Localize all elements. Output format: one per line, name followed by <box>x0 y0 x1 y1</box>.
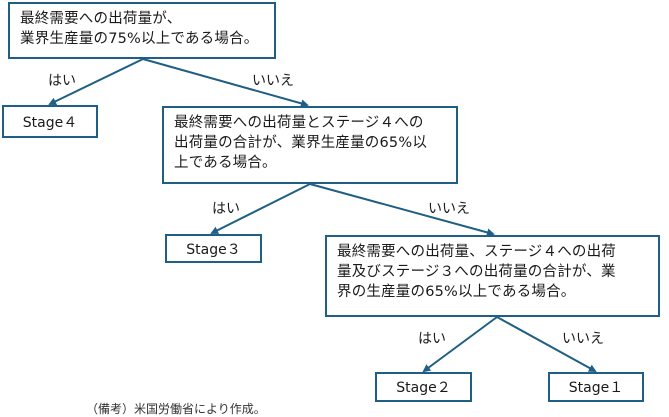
edge-label-no-3: いいえ <box>562 331 604 347</box>
edge-q2-yes <box>210 183 311 234</box>
stage3-box: Stage３ <box>165 234 262 263</box>
edge-label-yes-2: はい <box>212 201 240 217</box>
condition-box-2: 最終需要への出荷量とステージ４への 出荷量の合計が、業界生産量の65%以 上であ… <box>162 106 458 184</box>
condition-box-1: 最終需要への出荷量が、 業界生産量の75%以上である場合。 <box>8 2 276 59</box>
edge-q1-no <box>142 58 309 108</box>
edge-q1-yes <box>48 58 144 105</box>
stage2-box: Stage２ <box>375 372 472 402</box>
condition-box-3: 最終需要への出荷量、ステージ４への出荷 量及びステージ３への出荷量の合計が、業 … <box>325 235 660 317</box>
edge-label-no-2: いいえ <box>428 201 470 217</box>
edge-label-yes-3: はい <box>418 331 446 347</box>
source-note: （備考）米国労働省により作成。 <box>86 402 266 416</box>
edge-label-no-1: いいえ <box>252 73 294 89</box>
stage4-box: Stage４ <box>2 105 98 138</box>
edge-q3-yes <box>422 316 498 373</box>
stage1-box: Stage１ <box>548 372 644 402</box>
edge-q3-no <box>496 316 597 372</box>
edge-label-yes-1: はい <box>48 73 76 89</box>
edge-q2-no <box>309 183 495 237</box>
